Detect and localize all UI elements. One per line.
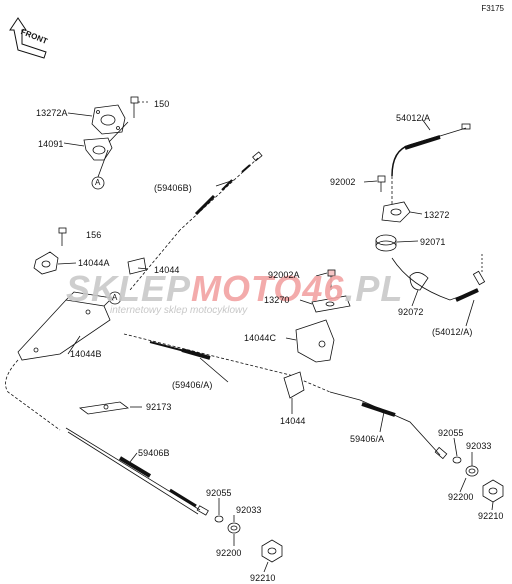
label-92002: 92002 bbox=[330, 177, 356, 187]
washer-92055-right bbox=[452, 456, 462, 464]
label-14044b: 14044B bbox=[70, 349, 102, 359]
cable-59406b-upper bbox=[129, 151, 263, 291]
label-92210-left: 92210 bbox=[250, 573, 276, 583]
label-92055-left: 92055 bbox=[206, 488, 232, 498]
watermark-tagline: internetowy sklep motocyklowy bbox=[110, 305, 248, 316]
bolt-92002a bbox=[327, 269, 336, 290]
nut-92210-right bbox=[482, 479, 504, 503]
nut-92210-left bbox=[261, 539, 283, 563]
label-14044-mid: 14044 bbox=[280, 416, 306, 426]
bolt-156 bbox=[58, 227, 67, 246]
clip-92173 bbox=[78, 401, 130, 415]
cable-59406b-lower bbox=[65, 427, 209, 516]
clamp-14044-top bbox=[127, 257, 147, 275]
clamp-14044a bbox=[33, 251, 59, 275]
ref-marker-a-1: A bbox=[95, 178, 101, 187]
label-13270: 13270 bbox=[264, 295, 290, 305]
plate-13272 bbox=[381, 201, 411, 223]
plate-13270 bbox=[311, 295, 351, 313]
label-14044-top: 14044 bbox=[154, 265, 180, 275]
label-59406a-paren: (59406/A) bbox=[172, 380, 213, 390]
label-13272a: 13272A bbox=[36, 108, 68, 118]
clamp-14044-mid bbox=[283, 371, 305, 399]
label-92033-right: 92033 bbox=[466, 441, 492, 451]
front-arrow-icon bbox=[9, 17, 47, 59]
label-92200-left: 92200 bbox=[216, 548, 242, 558]
label-150: 150 bbox=[154, 99, 170, 109]
bolt-150 bbox=[130, 96, 150, 118]
washer-92033-right bbox=[465, 465, 479, 477]
grommet-92071 bbox=[375, 234, 397, 252]
label-14091: 14091 bbox=[38, 139, 64, 149]
cable-boot-14091 bbox=[83, 121, 129, 161]
bolt-92002 bbox=[377, 175, 386, 192]
label-92210-right: 92210 bbox=[478, 511, 504, 521]
label-54012a: 54012/A bbox=[396, 113, 431, 123]
clamp-92072 bbox=[391, 254, 486, 302]
label-92071: 92071 bbox=[420, 237, 446, 247]
label-156: 156 bbox=[86, 230, 102, 240]
label-92033-left: 92033 bbox=[236, 505, 262, 515]
bracket-14044b bbox=[17, 291, 113, 361]
label-54012a-paren: (54012/A) bbox=[432, 327, 473, 337]
ref-marker-a-2: A bbox=[112, 293, 118, 302]
cable-59406a bbox=[123, 333, 448, 460]
watermark-logo: SKLEPMOTO46.PL bbox=[66, 268, 404, 309]
label-14044c: 14044C bbox=[244, 333, 277, 343]
label-92173: 92173 bbox=[146, 402, 172, 412]
label-92055-right: 92055 bbox=[438, 428, 464, 438]
label-92072: 92072 bbox=[398, 307, 424, 317]
diagram-code: F3175 bbox=[481, 4, 504, 13]
label-14044a: 14044A bbox=[78, 258, 110, 268]
label-59406b: 59406B bbox=[138, 448, 170, 458]
label-92200-right: 92200 bbox=[448, 492, 474, 502]
label-59406b-paren: (59406B) bbox=[154, 183, 192, 193]
gasket-plate-13272a bbox=[91, 104, 126, 135]
cable-54012a bbox=[391, 123, 471, 206]
label-92002a: 92002A bbox=[268, 270, 300, 280]
washer-92033-left bbox=[227, 522, 241, 534]
label-13272: 13272 bbox=[424, 210, 450, 220]
label-59406a: 59406/A bbox=[350, 434, 385, 444]
washer-92055-left bbox=[214, 515, 224, 523]
bracket-14044c bbox=[295, 319, 335, 363]
